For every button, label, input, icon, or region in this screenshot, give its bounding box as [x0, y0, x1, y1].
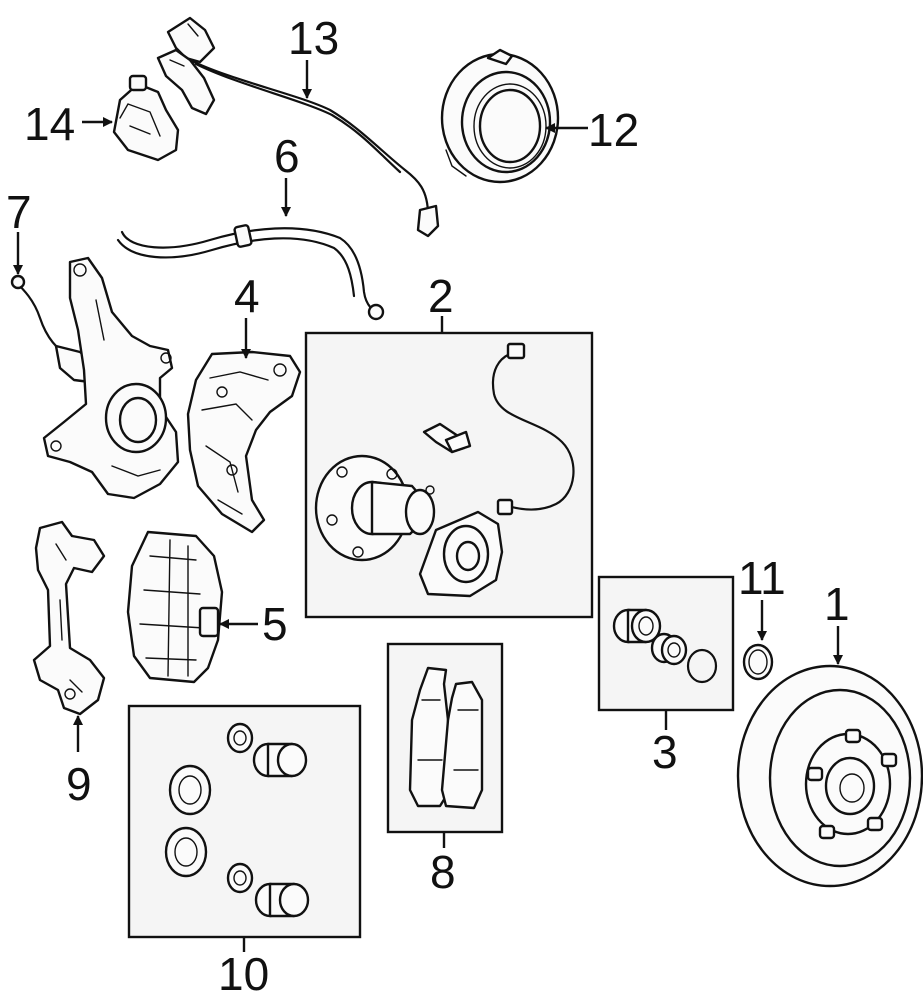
group-box-10	[127, 704, 362, 939]
part-13-abs-sensor-harness[interactable]	[156, 16, 440, 238]
part-9-caliper-bracket[interactable]	[32, 520, 106, 716]
callout-2: 2	[428, 270, 454, 322]
part-10-caliper-kit[interactable]	[164, 722, 310, 918]
steering-knuckle[interactable]	[42, 256, 180, 500]
part-5-brake-caliper[interactable]	[126, 530, 224, 684]
callout-7: 7	[6, 186, 32, 238]
part-6-brake-hose[interactable]	[116, 224, 385, 321]
part-4-dust-shield[interactable]	[186, 350, 302, 534]
part-8-brake-pads[interactable]	[408, 666, 484, 810]
callout-11: 11	[738, 552, 786, 604]
callout-5: 5	[262, 598, 288, 650]
leader-lines	[13, 60, 843, 952]
callout-3: 3	[652, 726, 678, 778]
callout-6: 6	[274, 130, 300, 182]
callouts: 13 14 12 6 7 4 2 5 9 3 11 1 8 10	[6, 12, 850, 1000]
part-14-sensor[interactable]	[112, 74, 180, 162]
callout-10: 10	[218, 948, 269, 1000]
part-1-brake-rotor[interactable]	[736, 664, 923, 888]
callout-8: 8	[430, 846, 456, 898]
callout-13: 13	[288, 12, 339, 64]
part-3-bearing-kit[interactable]	[612, 608, 718, 684]
callout-9: 9	[66, 758, 92, 810]
part-11-seal-ring[interactable]	[742, 643, 774, 681]
callout-12: 12	[588, 104, 639, 156]
part-12-bearing-ring[interactable]	[440, 48, 560, 184]
callout-4: 4	[234, 270, 260, 322]
callout-14: 14	[24, 98, 75, 150]
callout-1: 1	[824, 578, 850, 630]
part-2-hub-assembly[interactable]	[314, 342, 575, 598]
